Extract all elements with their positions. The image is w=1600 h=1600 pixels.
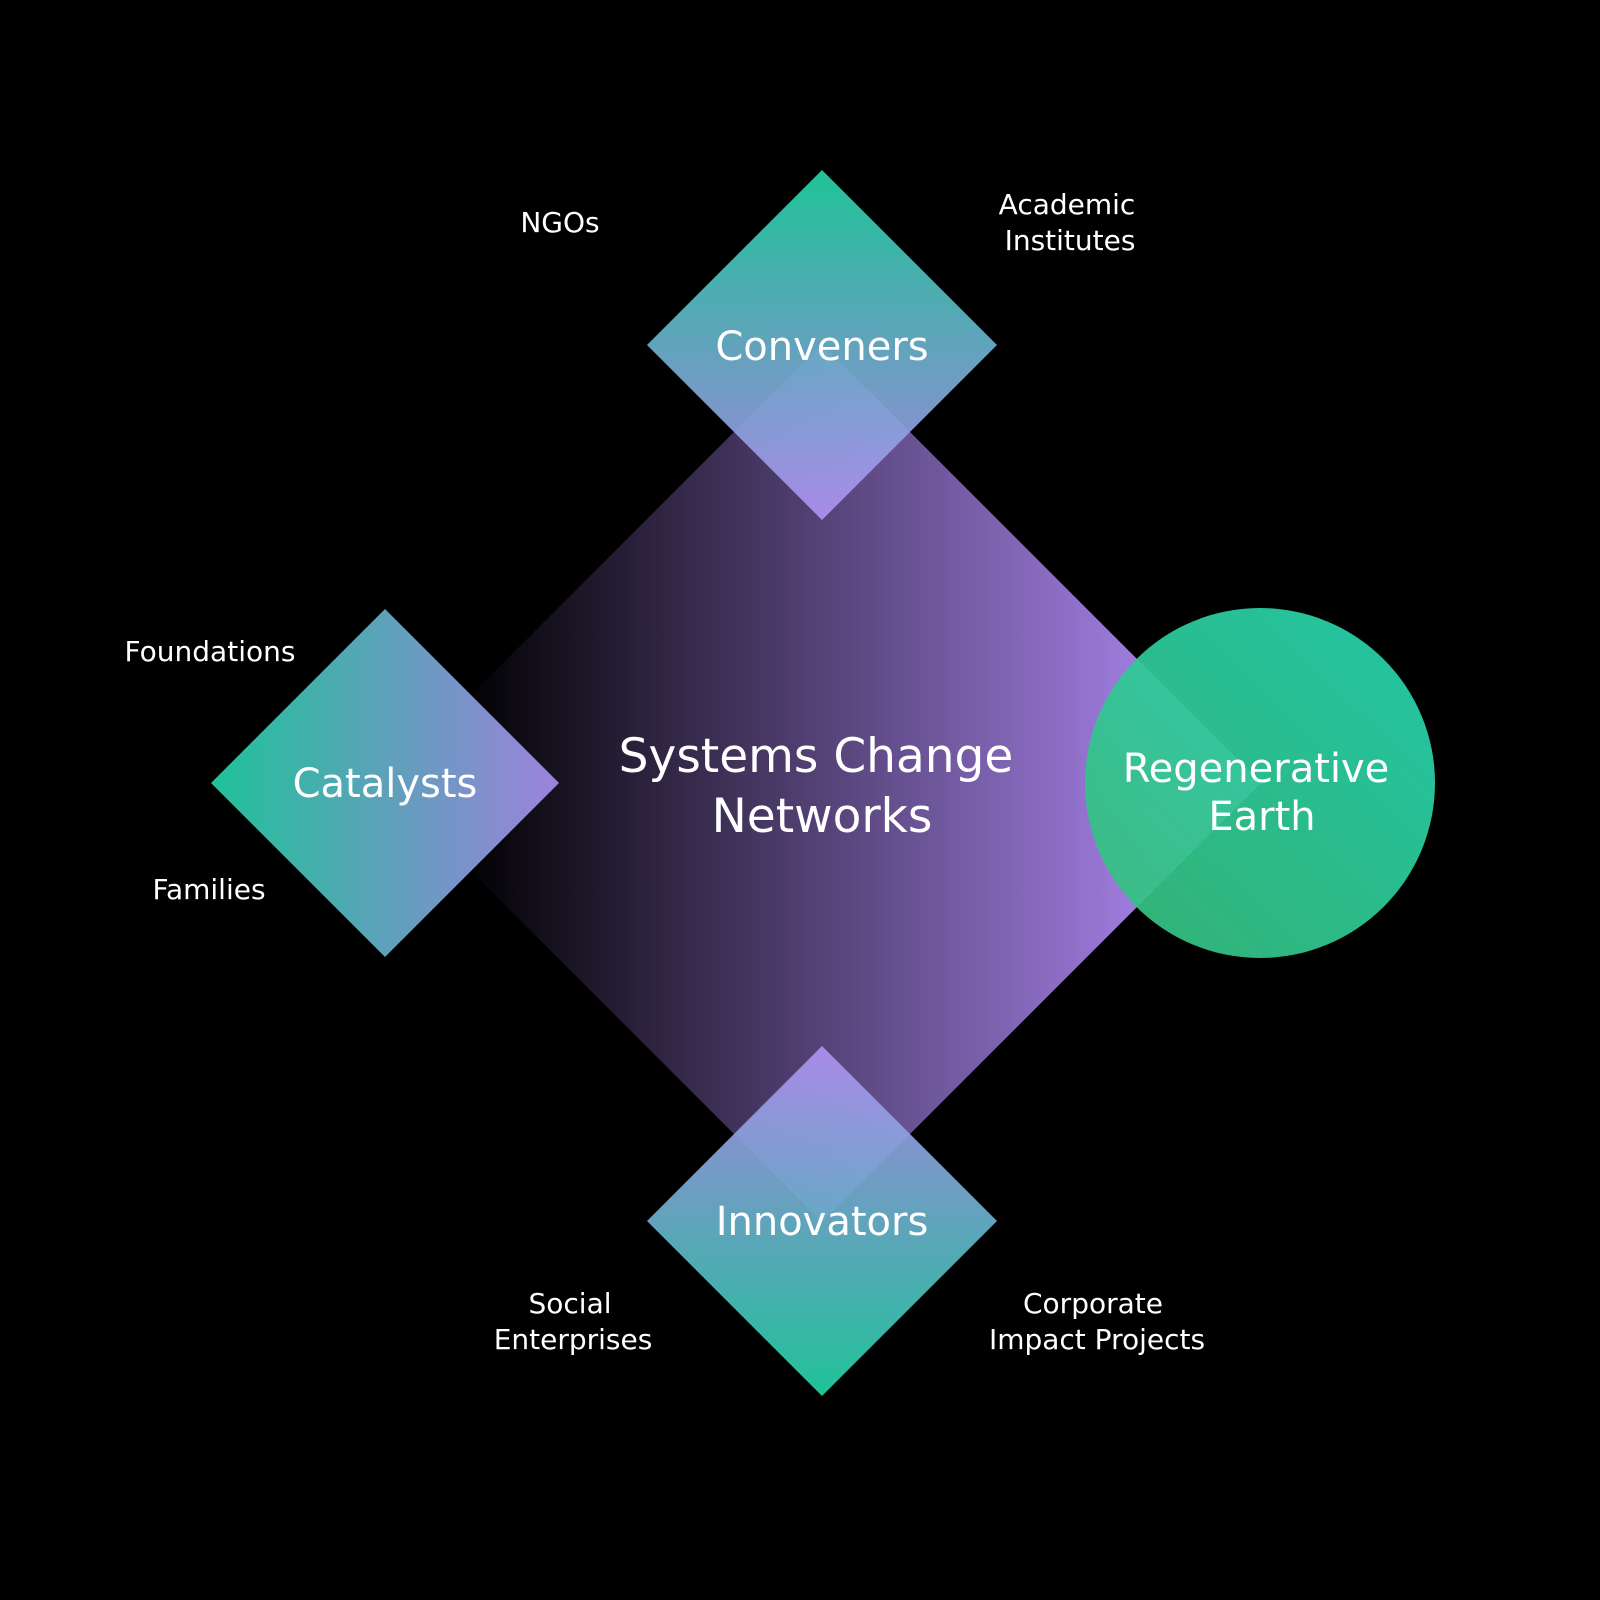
conveners-label: Conveners bbox=[715, 324, 928, 370]
ngos-label: NGOs bbox=[520, 206, 599, 239]
systems-change-diamond bbox=[383, 344, 1261, 1222]
innovators-label: Innovators bbox=[716, 1199, 929, 1245]
academic-label-line2: Institutes bbox=[1005, 224, 1136, 257]
catalysts-diamond[interactable] bbox=[211, 609, 559, 957]
foundations-label: Foundations bbox=[125, 635, 296, 668]
center-title-line1: Systems Change bbox=[619, 729, 1014, 784]
social-label-line1: Social bbox=[528, 1287, 611, 1320]
innovators-diamond[interactable] bbox=[647, 1046, 997, 1396]
corporate-label-line2: Impact Projects bbox=[989, 1323, 1205, 1356]
academic-label-line1: Academic bbox=[999, 188, 1136, 221]
catalysts-label: Catalysts bbox=[293, 761, 478, 807]
earth-label-line2: Earth bbox=[1208, 794, 1315, 840]
earth-label-line1: Regenerative bbox=[1123, 746, 1390, 792]
regenerative-earth-circle[interactable] bbox=[1085, 608, 1435, 958]
corporate-label-line1: Corporate bbox=[1023, 1287, 1163, 1320]
conveners-diamond[interactable] bbox=[647, 170, 997, 520]
social-label-line2: Enterprises bbox=[494, 1323, 653, 1356]
center-title-line2: Networks bbox=[712, 789, 933, 844]
families-label: Families bbox=[152, 873, 265, 906]
